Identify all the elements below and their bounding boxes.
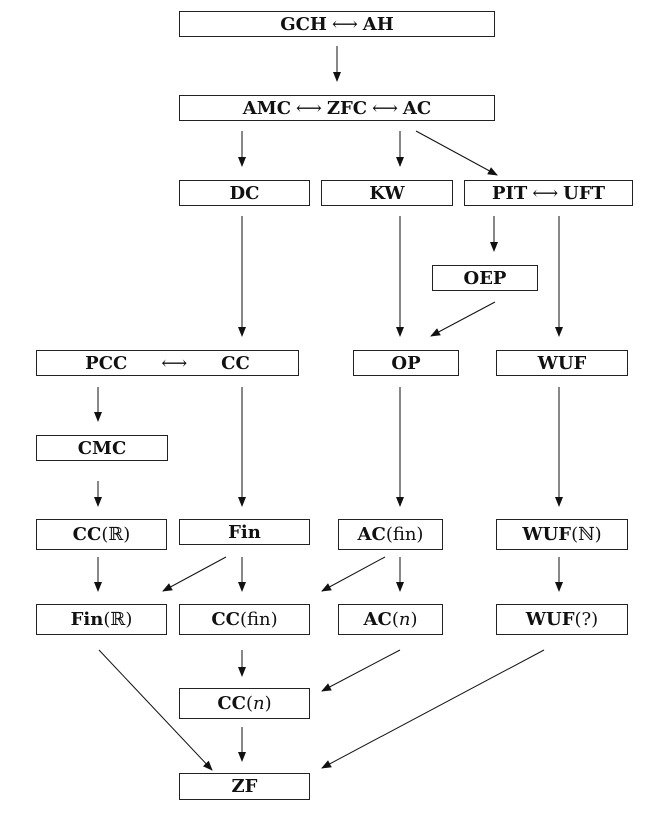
node-ac-n: AC(n): [338, 604, 443, 635]
node-fin: Fin: [179, 519, 310, 545]
equivalence-arrow: ⟷: [532, 182, 559, 204]
node-variable: n: [253, 693, 265, 714]
node-label: AC: [402, 97, 432, 119]
equivalence-arrow: ⟷: [331, 13, 358, 35]
node-label: PIT: [491, 182, 528, 204]
equivalence-arrow: ⟷: [296, 97, 322, 119]
node-argument: ): [410, 609, 418, 630]
node-argument: (fin): [385, 524, 424, 545]
arrow-fin-to-finr: [162, 556, 227, 592]
node-argument: (fin): [240, 609, 278, 630]
node-label: GCH: [280, 13, 327, 35]
node-label: ZF: [231, 776, 258, 797]
node-label: WUF: [525, 609, 575, 630]
node-op: OP: [353, 350, 459, 376]
arrow-acn-to-ccn: [321, 649, 401, 692]
node-label: AC: [363, 609, 392, 630]
arrow-oep-to-op: [430, 301, 496, 337]
node-label: CC: [221, 352, 250, 374]
node-wuf: WUF: [496, 350, 628, 376]
node-label: CC: [217, 693, 246, 714]
node-wuf-question: WUF(?): [496, 604, 628, 635]
node-cc-reals: CC(ℝ): [36, 519, 167, 550]
arrow-finr-to-zf: [98, 649, 213, 771]
node-amc-zfc-ac: AMC⟷ZFC⟷AC: [179, 95, 495, 121]
node-label: OP: [391, 352, 421, 374]
arrow-acfin-to-ccfin: [321, 556, 386, 592]
node-label: ZFC: [326, 97, 368, 119]
node-label: KW: [369, 182, 405, 204]
node-label: PCC: [85, 352, 128, 374]
node-argument: (: [391, 609, 399, 630]
node-label: WUF: [537, 352, 587, 374]
node-label: UFT: [563, 182, 606, 204]
node-zf: ZF: [179, 773, 310, 800]
node-fin-reals: Fin(ℝ): [36, 604, 167, 635]
node-cc-n: CC(n): [179, 688, 310, 719]
node-pcc-cc: PCC ⟷ CC: [36, 350, 299, 376]
node-label: CC: [72, 524, 102, 545]
node-cc-fin: CC(fin): [179, 604, 310, 635]
node-gch-ah: GCH⟷AH: [179, 11, 495, 37]
node-label: OEP: [463, 267, 507, 289]
node-argument: (: [246, 693, 254, 714]
node-label: Fin: [70, 609, 104, 630]
node-ac-fin: AC(fin): [338, 519, 443, 550]
node-argument: (ℝ): [103, 609, 133, 630]
node-label: DC: [229, 182, 260, 204]
node-pit-uft: PIT⟷UFT: [464, 180, 633, 206]
node-wuf-naturals: WUF(ℕ): [496, 519, 628, 550]
node-label: AMC: [242, 97, 292, 119]
node-argument: (ℝ): [101, 524, 131, 545]
node-kw: KW: [321, 180, 453, 206]
node-label: Fin: [228, 521, 261, 543]
node-oep: OEP: [432, 265, 538, 291]
equivalence-arrow: ⟷: [161, 352, 188, 374]
node-label: CMC: [77, 437, 127, 459]
node-argument: ): [264, 693, 272, 714]
arrow-wufq-to-zf: [321, 649, 545, 769]
node-argument: (?): [574, 609, 599, 630]
node-label: AH: [362, 13, 394, 35]
node-argument: (ℕ): [571, 524, 602, 545]
node-label: WUF: [522, 524, 572, 545]
node-dc: DC: [179, 180, 310, 206]
node-label: CC: [211, 609, 240, 630]
equivalence-arrow: ⟷: [372, 97, 398, 119]
node-label: AC: [357, 524, 386, 545]
node-variable: n: [398, 609, 411, 630]
node-cmc: CMC: [36, 435, 168, 461]
arrow-amc-to-pit: [415, 130, 498, 176]
